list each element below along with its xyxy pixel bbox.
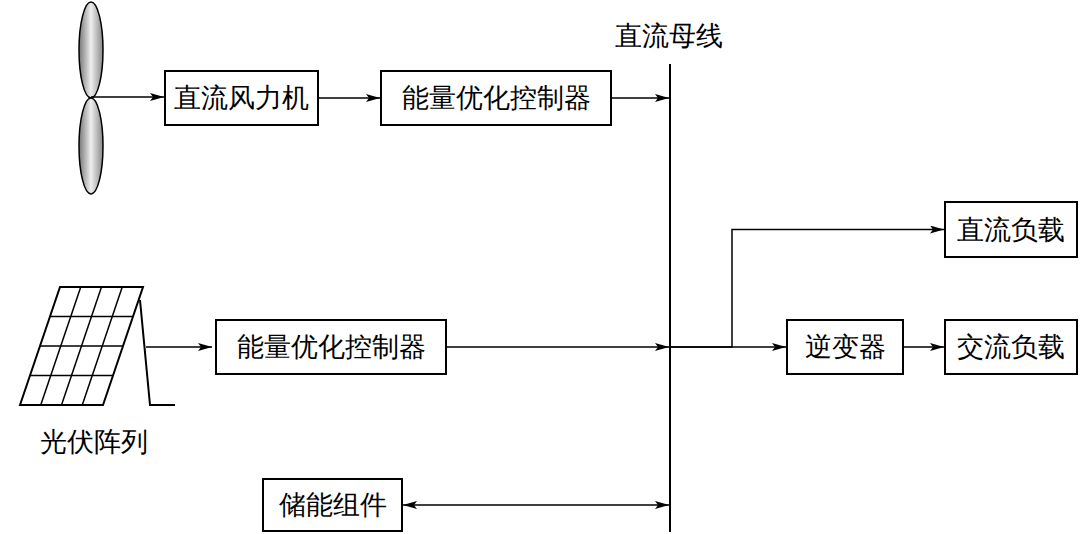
box-label: 交流负载	[957, 332, 1065, 362]
box-label: 直流风力机	[174, 83, 309, 113]
bus-label: 直流母线	[589, 18, 749, 54]
pv-grid-line	[82, 287, 122, 405]
load-box: 交流负载	[944, 319, 1078, 375]
load-box: 直流负载	[944, 201, 1078, 258]
process-box: 直流风力机	[164, 70, 319, 126]
flow-arrow	[904, 346, 944, 348]
pv-grid-line	[30, 375, 113, 377]
box-label: 能量优化控制器	[237, 332, 426, 362]
controller-box: 能量优化控制器	[380, 70, 612, 126]
dc-bus: 直流母线	[669, 64, 671, 532]
wind-turbine	[79, 2, 164, 194]
flow-arrow	[319, 97, 381, 99]
pv-array	[20, 287, 212, 405]
flow-arrow	[612, 97, 669, 99]
flow-arrow	[447, 346, 669, 348]
caption-label: 光伏阵列	[40, 424, 148, 460]
box-label: 储能组件	[279, 490, 387, 520]
pv-grid-line	[62, 287, 102, 405]
box-label: 能量优化控制器	[402, 83, 591, 113]
flow-arrow	[403, 504, 669, 506]
storage-box: 储能组件	[262, 478, 403, 532]
box-label: 直流负载	[957, 215, 1065, 245]
flow-arrow	[671, 346, 786, 348]
box-label: 逆变器	[805, 332, 886, 362]
controller-box: 能量优化控制器	[215, 319, 447, 375]
inverter-box: 逆变器	[786, 319, 904, 375]
